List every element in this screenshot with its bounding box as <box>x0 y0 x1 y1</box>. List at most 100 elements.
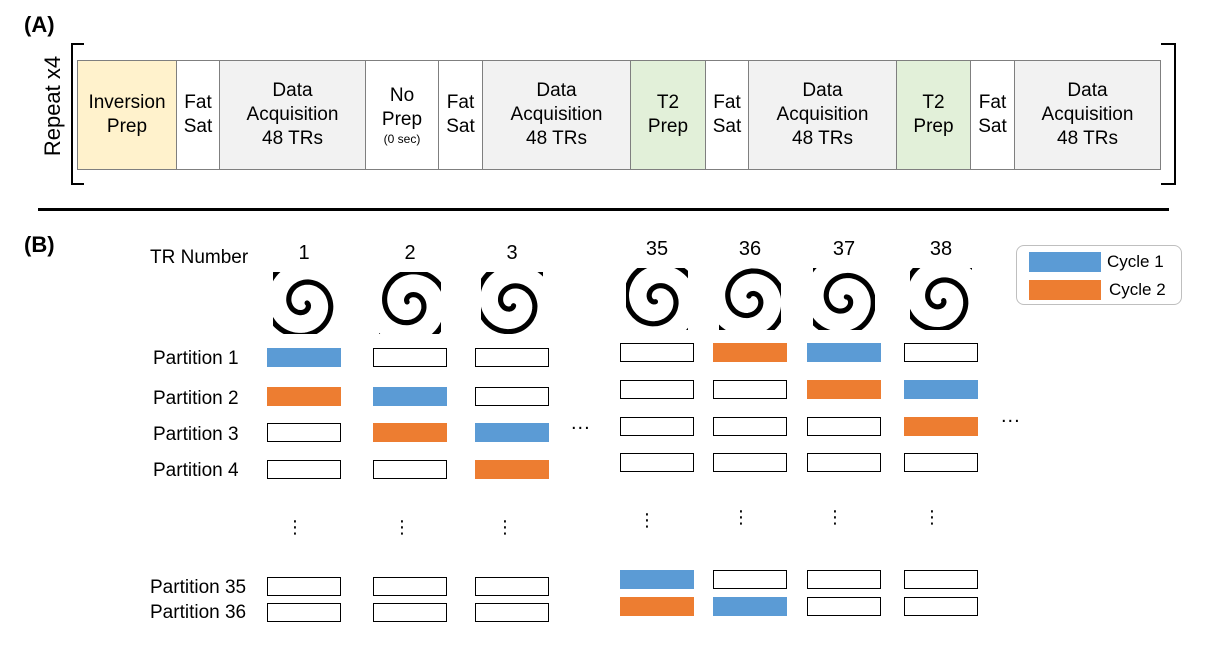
partition-cell-cycle1 <box>373 387 447 406</box>
sequence-block-text: 48 TRs <box>1057 128 1118 149</box>
sequence-block-text: Fat <box>446 92 475 113</box>
partition-cell-empty <box>713 417 787 436</box>
partition-cell-cycle2 <box>267 387 341 406</box>
panel-a-label: (A) <box>24 12 55 37</box>
sequence-block-text: Sat <box>183 116 213 137</box>
legend: Cycle 1 Cycle 2 <box>1016 245 1182 305</box>
spiral-trajectory-icon <box>910 268 972 330</box>
partition-label: Partition 1 <box>153 348 239 369</box>
partition-cell-empty <box>904 453 978 472</box>
partition-cell-cycle2 <box>475 460 549 479</box>
legend-label-cycle-1: Cycle 1 <box>1107 252 1164 271</box>
partition-cell-empty <box>807 453 881 472</box>
partition-cell-cycle1 <box>475 423 549 442</box>
sequence-block-text: Data <box>1067 80 1108 101</box>
tr-number: 36 <box>738 238 762 260</box>
sequence-block-text: Acquisition <box>1041 104 1134 125</box>
partition-cell-empty <box>267 603 341 622</box>
horizontal-ellipsis: ... <box>1001 405 1021 427</box>
panel-divider <box>38 208 1169 211</box>
partition-cell-cycle2 <box>904 417 978 436</box>
sequence-block-text: No <box>389 85 415 106</box>
partition-label: Partition 4 <box>153 460 239 481</box>
partition-cell-empty <box>807 570 881 589</box>
repeat-bracket-right <box>1161 43 1176 185</box>
partition-cell-empty <box>373 460 447 479</box>
sequence-block-text: Acquisition <box>776 104 869 125</box>
partition-cell-empty <box>267 423 341 442</box>
spiral-trajectory-icon <box>719 268 781 330</box>
legend-swatch-cycle-1 <box>1029 252 1101 272</box>
partition-label: Partition 35 <box>150 577 247 598</box>
sequence-block-text: T2 <box>922 92 945 113</box>
sequence-block-text: 48 TRs <box>792 128 853 149</box>
tr-number: 38 <box>929 238 953 260</box>
tr-number: 2 <box>404 242 416 264</box>
sequence-block-text: Sat <box>978 116 1007 137</box>
partition-cell-empty <box>475 577 549 596</box>
partition-cell-cycle2 <box>620 597 694 616</box>
partition-cell-empty <box>904 343 978 362</box>
sequence-block-text: Sat <box>712 116 742 137</box>
vertical-ellipsis: ⋮ <box>393 517 411 537</box>
partition-cell-empty <box>620 453 694 472</box>
vertical-ellipsis: ⋮ <box>732 507 750 527</box>
legend-swatch-cycle-2 <box>1029 280 1101 300</box>
partition-cell-empty <box>475 603 549 622</box>
sequence-block-text: Sat <box>446 116 475 137</box>
partition-cell-empty <box>475 348 549 367</box>
partition-cell-empty <box>713 380 787 399</box>
sequence-block-text: Acquisition <box>510 104 603 125</box>
spiral-trajectory-icon <box>813 268 875 330</box>
spiral-trajectory-icon <box>626 268 688 330</box>
partition-cell-empty <box>620 380 694 399</box>
partition-label: Partition 3 <box>153 424 239 445</box>
sequence-block-text: 48 TRs <box>526 128 587 149</box>
partition-cell-cycle1 <box>267 348 341 367</box>
tr-number: 37 <box>832 238 856 260</box>
partition-cell-empty <box>620 343 694 362</box>
partition-label: Partition 2 <box>153 388 239 409</box>
partition-cell-empty <box>373 348 447 367</box>
tr-number: 35 <box>645 238 669 260</box>
partition-cell-empty <box>475 387 549 406</box>
sequence-block-text: T2 <box>656 92 680 113</box>
partition-label: Partition 36 <box>150 602 247 623</box>
panel-b-label: (B) <box>24 232 55 257</box>
partition-cell-empty <box>904 597 978 616</box>
partition-cell-cycle1 <box>807 343 881 362</box>
partition-cell-cycle1 <box>713 597 787 616</box>
vertical-ellipsis: ⋮ <box>638 510 656 530</box>
sequence-block-text: Acquisition <box>246 104 339 125</box>
partition-cell-empty <box>373 603 447 622</box>
spiral-trajectory-icon <box>273 272 334 334</box>
tr-number: 3 <box>506 242 518 264</box>
partition-cell-empty <box>620 417 694 436</box>
sequence-block-text: Fat <box>978 92 1007 113</box>
spiral-trajectory-icon <box>481 272 543 334</box>
partition-cell-empty <box>713 453 787 472</box>
partition-cell-empty <box>267 460 341 479</box>
tr-number: 1 <box>298 242 310 264</box>
vertical-ellipsis: ⋮ <box>826 507 844 527</box>
partition-cell-cycle1 <box>620 570 694 589</box>
partition-cell-empty <box>267 577 341 596</box>
vertical-ellipsis: ⋮ <box>496 517 514 537</box>
sequence-block-text: Inversion <box>88 92 166 113</box>
sequence-block-text: Data <box>272 80 313 101</box>
partition-cell-cycle1 <box>904 380 978 399</box>
legend-label-cycle-2: Cycle 2 <box>1109 280 1166 299</box>
repeat-bracket-left <box>71 43 84 185</box>
partition-cell-empty <box>807 417 881 436</box>
sequence-block-text: Fat <box>713 92 741 113</box>
tr-number-label: TR Number <box>150 247 249 268</box>
